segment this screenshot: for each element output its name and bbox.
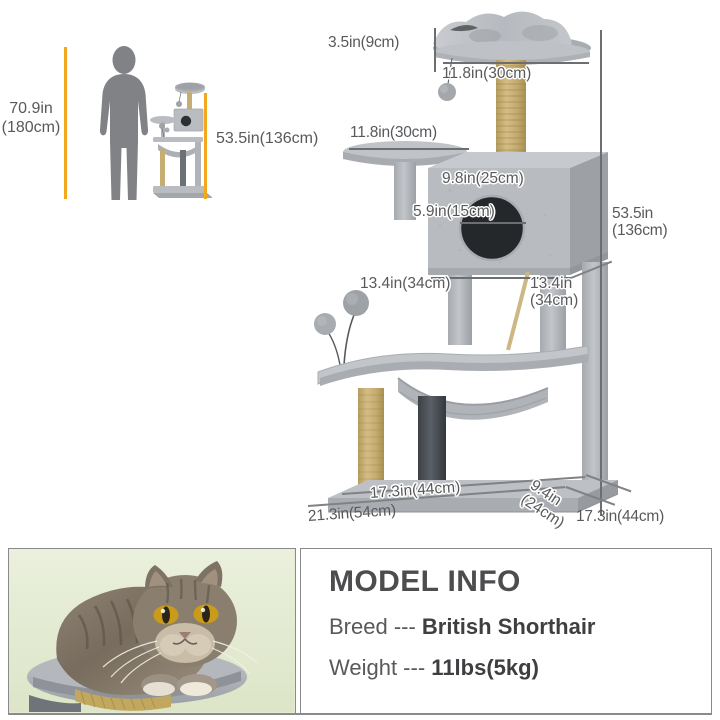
weight-label: Weight ---	[329, 655, 426, 680]
model-info-band: MODEL INFO Breed --- British Shorthair W…	[8, 548, 712, 715]
round-platform-leader	[349, 148, 469, 150]
pom-pom-toys	[314, 290, 369, 366]
round-platform-label: 11.8in(30cm)	[350, 124, 437, 141]
band-bottom-divider	[8, 713, 712, 715]
total-height-inches: 53.5in	[612, 205, 654, 222]
total-height-leader	[600, 30, 602, 515]
cat-photo-illustration	[9, 549, 294, 712]
cat-photo	[8, 548, 296, 714]
top-perch	[433, 11, 591, 65]
cat-tree-height-rule	[204, 93, 207, 199]
hanging-ball-toy	[438, 57, 456, 101]
condo-depth-left-label: 13.4in(34cm)	[360, 275, 451, 292]
condo-box	[428, 152, 608, 275]
breed-value: British Shorthair	[421, 614, 596, 639]
weight-value: 11lbs(5kg)	[431, 655, 539, 680]
cat-tree-height-label: 53.5in(136cm)	[216, 130, 319, 147]
condo-depth-right-label: 13.4in (34cm)	[530, 275, 578, 310]
top-thickness-label: 3.5in(9cm)	[328, 34, 400, 51]
total-height-cm: (136cm)	[612, 222, 668, 240]
entrance-leader	[460, 222, 526, 224]
product-dimension-drawing: 3.5in(9cm) 11.8in(30cm) 11.8in(30cm) 9.8…	[300, 0, 720, 540]
condo-depth-right-inches: 13.4in	[530, 275, 573, 292]
human-silhouette-icon	[99, 46, 149, 200]
round-platform	[343, 141, 467, 220]
person-height-cm: (180cm)	[1, 118, 61, 136]
person-height-inches: 70.9in	[9, 100, 53, 117]
top-width-leader	[443, 62, 589, 64]
top-width-label: 11.8in(30cm)	[442, 65, 532, 82]
scale-comparison-panel: 70.9in (180cm)	[0, 0, 318, 215]
base-right-label: 17.3in(44cm)	[576, 508, 665, 525]
condo-depth-right-cm: (34cm)	[530, 292, 579, 310]
model-info-title: MODEL INFO	[329, 565, 521, 598]
condo-post-left	[448, 275, 472, 345]
tall-right-post	[582, 262, 608, 498]
breed-label: Breed ---	[329, 614, 416, 639]
entrance-label: 5.9in(15cm)	[413, 203, 495, 220]
condo-width-label: 9.8in(25cm)	[442, 170, 524, 187]
base-board	[328, 480, 619, 513]
breed-row: Breed --- British Shorthair	[329, 614, 711, 640]
cat-tree-illustration	[314, 11, 619, 513]
hanging-rope	[506, 271, 530, 351]
condo-post-right	[540, 275, 566, 353]
person-height-label: 70.9in (180cm)	[0, 100, 62, 138]
condo-depth-leader	[431, 277, 571, 279]
total-height-label: 53.5in (136cm)	[612, 205, 668, 240]
person-height-rule	[64, 47, 67, 199]
top-thickness-leader	[434, 28, 436, 72]
top-sisal-post	[496, 60, 526, 168]
weight-row: Weight --- 11lbs(5kg)	[329, 655, 711, 681]
cat-tree-silhouette-icon	[150, 82, 212, 198]
model-info-box: MODEL INFO Breed --- British Shorthair W…	[300, 548, 712, 714]
